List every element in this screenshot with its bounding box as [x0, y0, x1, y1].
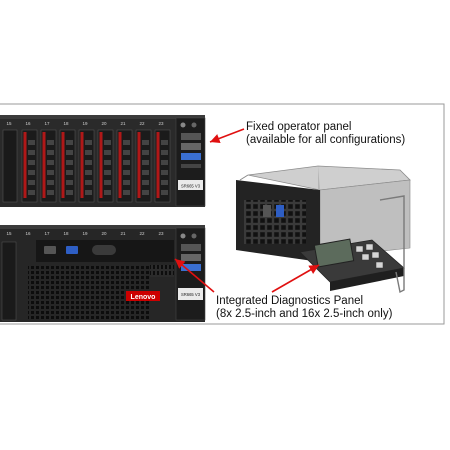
drive-vent	[28, 160, 35, 165]
drive-vent	[85, 170, 92, 175]
drive-vent	[161, 160, 168, 165]
drive-vent	[66, 180, 73, 185]
callout-integrated-diagnostics: Integrated Diagnostics Panel (8x 2.5-inc…	[216, 295, 392, 321]
drive-vent	[142, 150, 149, 155]
drive-vent	[142, 170, 149, 175]
diagnostics-module-photo	[236, 165, 411, 294]
server-bottom-front: 15 16 17 18 19 20 21 22 23 Lenovo SR665 V3	[0, 225, 206, 322]
drive-vent	[142, 180, 149, 185]
server-top-front: 15 16 17 18 19 20 21 22 23 SR665 V3	[0, 115, 206, 207]
drive-vent	[104, 170, 111, 175]
drive-vent	[28, 150, 35, 155]
callout-integrated-note: (8x 2.5-inch and 16x 2.5-inch only)	[216, 308, 393, 320]
callout-integrated-title: Integrated Diagnostics Panel	[216, 295, 364, 307]
drive-vent	[161, 170, 168, 175]
drive-vent	[85, 190, 92, 195]
callout-arrow-integrated-right	[271, 264, 320, 293]
drive-vent	[104, 140, 111, 145]
callout-fixed-title: Fixed operator panel	[246, 121, 352, 133]
bay-number-top: 23	[158, 121, 164, 126]
drive-vent	[104, 150, 111, 155]
drive-vent	[66, 190, 73, 195]
drive-vent	[28, 180, 35, 185]
drive-vent	[66, 150, 73, 155]
bay-number-top: 18	[63, 121, 69, 126]
bay-number-bottom: 16	[25, 231, 31, 236]
drive-vent	[104, 190, 111, 195]
drive-vent	[123, 150, 130, 155]
drive-vent	[123, 140, 130, 145]
drive-vent	[47, 140, 54, 145]
bay-number-bottom: 22	[139, 231, 145, 236]
drive-vent	[85, 140, 92, 145]
drive-vent	[85, 180, 92, 185]
brand-label: Lenovo	[131, 294, 156, 301]
drive-release-tab	[42, 132, 46, 198]
drive-vent	[66, 160, 73, 165]
drive-release-tab	[137, 132, 141, 198]
drive-vent	[123, 170, 130, 175]
drive-vent	[28, 190, 35, 195]
drive-vent	[123, 190, 130, 195]
bay-number-bottom: 21	[120, 231, 126, 236]
drive-vent	[85, 160, 92, 165]
bay-number-top: 19	[82, 121, 88, 126]
bay-number-top: 20	[101, 121, 107, 126]
drive-release-tab	[80, 132, 84, 198]
drive-vent	[104, 180, 111, 185]
bay-number-bottom: 20	[101, 231, 107, 236]
drive-vent	[47, 170, 54, 175]
callout-arrow-fixed	[209, 128, 245, 144]
model-label-bottom: SR665 V3	[181, 292, 201, 297]
drive-release-tab	[61, 132, 65, 198]
drive-release-tab	[156, 132, 160, 198]
drive-vent	[142, 190, 149, 195]
callout-fixed-operator-panel: Fixed operator panel (available for all …	[246, 121, 405, 147]
drive-vent	[104, 160, 111, 165]
drive-vent	[85, 150, 92, 155]
drive-vent	[66, 140, 73, 145]
drive-bay	[2, 129, 18, 203]
diag-buttons	[355, 243, 384, 269]
bay-number-top: 17	[44, 121, 50, 126]
bay-number-bottom: 15	[6, 231, 12, 236]
bay-number-top: 22	[139, 121, 145, 126]
frame-border	[0, 103, 445, 325]
drive-vent	[142, 140, 149, 145]
drive-release-tab	[99, 132, 103, 198]
drive-vent	[66, 170, 73, 175]
bay-number-top: 15	[6, 121, 12, 126]
bay-number-bottom: 17	[44, 231, 50, 236]
bay-number-bottom: 23	[158, 231, 164, 236]
drive-vent	[28, 170, 35, 175]
drive-vent	[142, 160, 149, 165]
drive-vent	[28, 140, 35, 145]
bay-number-bottom: 18	[63, 231, 69, 236]
drive-release-tab	[118, 132, 122, 198]
drive-release-tab	[23, 132, 27, 198]
callout-fixed-note: (available for all configurations)	[246, 134, 406, 146]
drive-vent	[47, 180, 54, 185]
drive-vent	[47, 150, 54, 155]
drive-vent	[161, 140, 168, 145]
callout-arrow-integrated-left	[174, 258, 215, 293]
drive-vent	[161, 190, 168, 195]
lenovo-badge	[126, 291, 160, 301]
drive-vent	[123, 180, 130, 185]
bay-number-top: 21	[120, 121, 126, 126]
drive-vent	[123, 160, 130, 165]
model-label-top: SR665 V3	[181, 184, 201, 189]
drive-vent	[161, 150, 168, 155]
drive-vent	[161, 180, 168, 185]
bay-number-top: 16	[25, 121, 31, 126]
bay-number-bottom: 19	[82, 231, 88, 236]
drive-vent	[47, 190, 54, 195]
drive-vent	[47, 160, 54, 165]
